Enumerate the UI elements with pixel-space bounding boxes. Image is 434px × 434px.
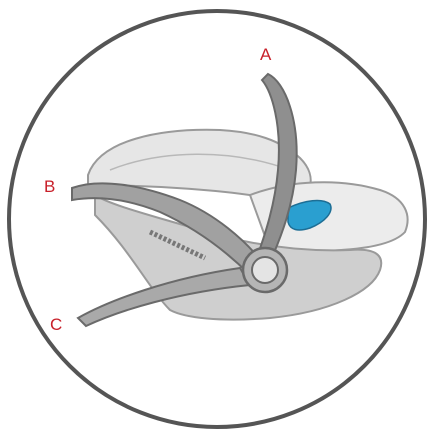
blue-release-clip-icon (287, 199, 332, 231)
label-c: C (50, 315, 62, 334)
pivot-hub-inner (251, 256, 279, 284)
canopy-seam (109, 153, 291, 171)
label-a: A (260, 45, 272, 64)
label-b: B (44, 177, 55, 196)
canopy (87, 128, 312, 202)
belt-guide (148, 229, 207, 261)
